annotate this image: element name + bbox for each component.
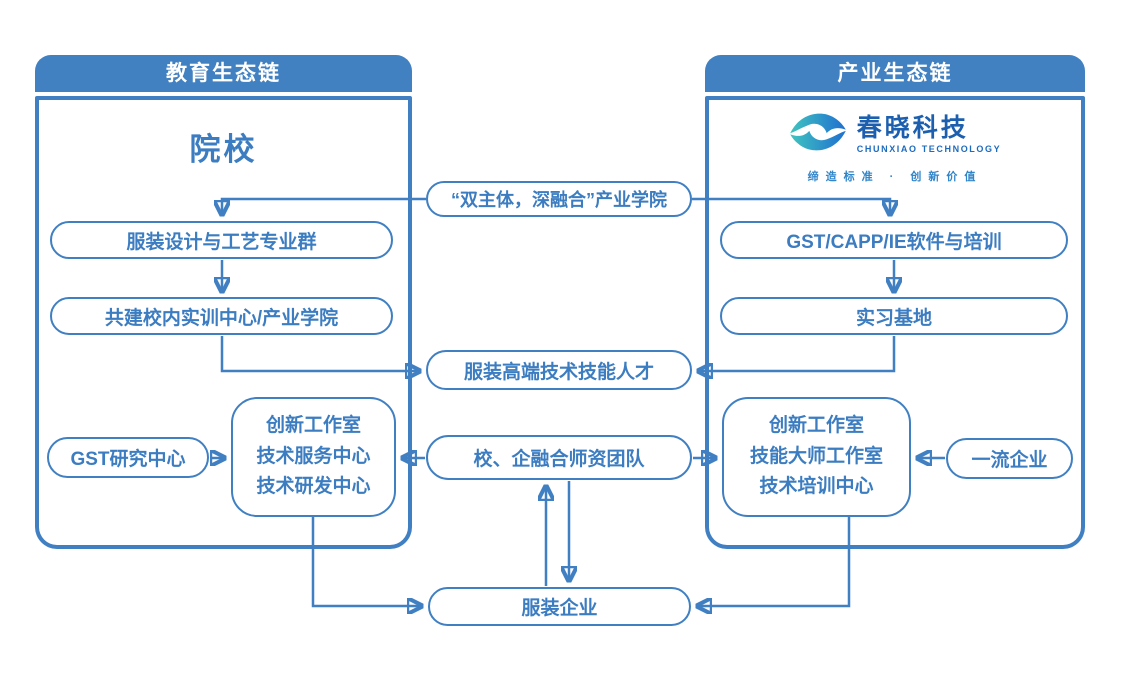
left-panel-header: 教育生态链 — [35, 55, 412, 92]
logo-subtitle: CHUNXIAO TECHNOLOGY — [856, 144, 1002, 155]
left-centers-line-3: 技术研发中心 — [256, 476, 371, 498]
logo-name: 春晓科技 — [856, 113, 969, 142]
box-talent: 服装高端技术技能人才 — [426, 350, 692, 390]
right-panel-header: 产业生态链 — [705, 55, 1085, 92]
chunxiao-logo: 春晓科技 CHUNXIAO TECHNOLOGY 缔造标准 · 创新价值 — [705, 110, 1085, 184]
right-centers-line-2: 技能大师工作室 — [749, 445, 883, 467]
box-training-center: 共建校内实训中心/产业学院 — [50, 297, 393, 335]
box-garment-enterprise: 服装企业 — [428, 587, 691, 626]
right-centers-line-3: 技术培训中心 — [759, 476, 874, 498]
box-top-enterprise: 一流企业 — [946, 438, 1073, 479]
box-right-centers: 创新工作室 技能大师工作室 技术培训中心 — [722, 397, 911, 517]
left-centers-line-2: 技术服务中心 — [256, 445, 371, 467]
logo-tagline: 缔造标准 · 创新价值 — [807, 171, 983, 183]
left-panel-title: 院校 — [189, 132, 258, 167]
box-software-training: GST/CAPP/IE软件与培训 — [720, 221, 1068, 259]
box-internship-base: 实习基地 — [720, 297, 1068, 335]
box-gst-research: GST研究中心 — [47, 437, 209, 478]
box-industry-college: “双主体，深融合”产业学院 — [426, 181, 692, 217]
left-centers-line-1: 创新工作室 — [265, 415, 361, 437]
box-faculty-team: 校、企融合师资团队 — [426, 435, 692, 480]
right-centers-line-1: 创新工作室 — [768, 415, 864, 437]
box-major-group: 服装设计与工艺专业群 — [50, 221, 393, 259]
chunxiao-logo-icon — [789, 110, 847, 159]
box-left-centers: 创新工作室 技术服务中心 技术研发中心 — [231, 397, 396, 517]
